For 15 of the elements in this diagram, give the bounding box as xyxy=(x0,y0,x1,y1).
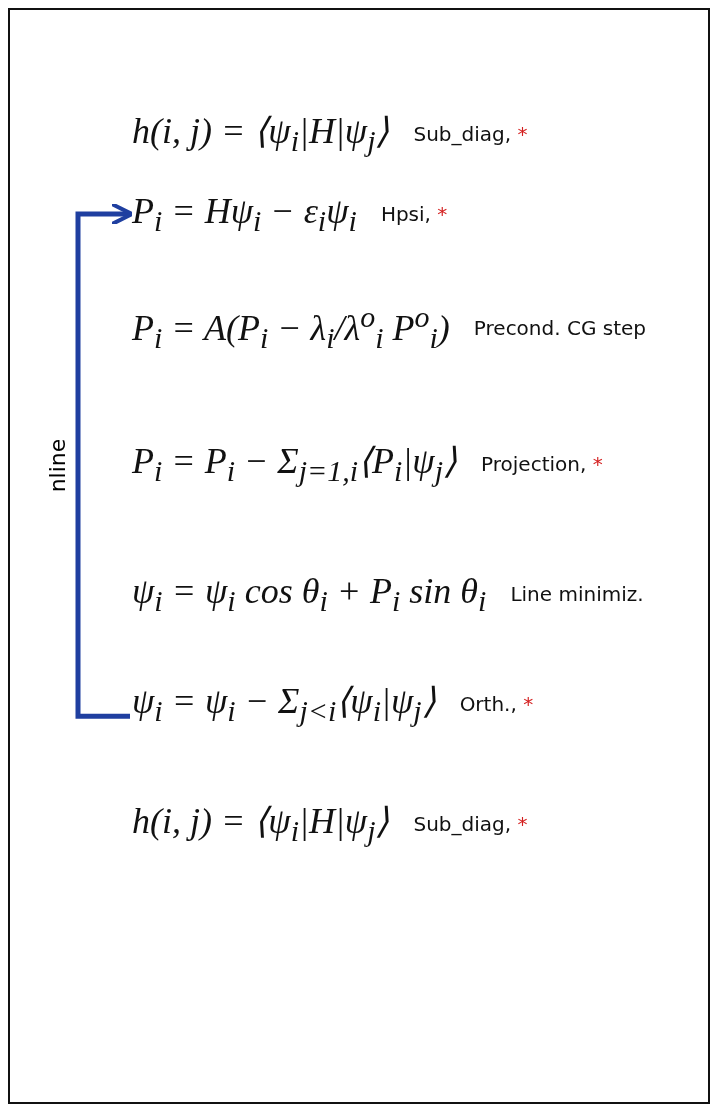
equation: h(i, j) = ⟨ψ$_{i}$|H|ψ$_{j}$⟩ xyxy=(132,800,390,849)
equation: P$_{i}$ = A(P$_{i}$ − λ$_{i}$/λ$^{o}$$_{i}$ P$^{o}$$_{i}$) xyxy=(132,300,450,356)
step-annotation: Projection, * xyxy=(481,452,603,477)
step-annotation: Orth., * xyxy=(459,692,534,717)
step-annotation: Line minimiz. xyxy=(510,582,644,607)
equation: P$_{i}$ = Hψ$_{i}$ − ε$_{i}$ψ$_{i}$ xyxy=(132,190,357,239)
step-annotation: Sub_diag, * xyxy=(413,122,528,147)
loop-arrow xyxy=(75,202,134,719)
equation: ψ$_{i}$ = ψ$_{i}$ − Σ$_{j<i}$⟨ψ$_{i}$|ψ$_{j}$⟩ xyxy=(132,680,436,729)
equation: h(i, j) = ⟨ψ$_{i}$|H|ψ$_{j}$⟩ xyxy=(132,110,390,159)
equation: P$_{i}$ = P$_{i}$ − Σ$_{j=1,i}$⟨P$_{i}$|ψ$_{j}$⟩ xyxy=(132,440,458,489)
step-annotation: Precond. CG step xyxy=(473,315,647,340)
equation: ψ$_{i}$ = ψ$_{i}$ cos θ$_{i}$ + P$_{i}$ sin θ$_{i}$ xyxy=(132,570,487,619)
step-annotation: Sub_diag, * xyxy=(413,812,528,837)
step-annotation: Hpsi, * xyxy=(380,202,448,227)
